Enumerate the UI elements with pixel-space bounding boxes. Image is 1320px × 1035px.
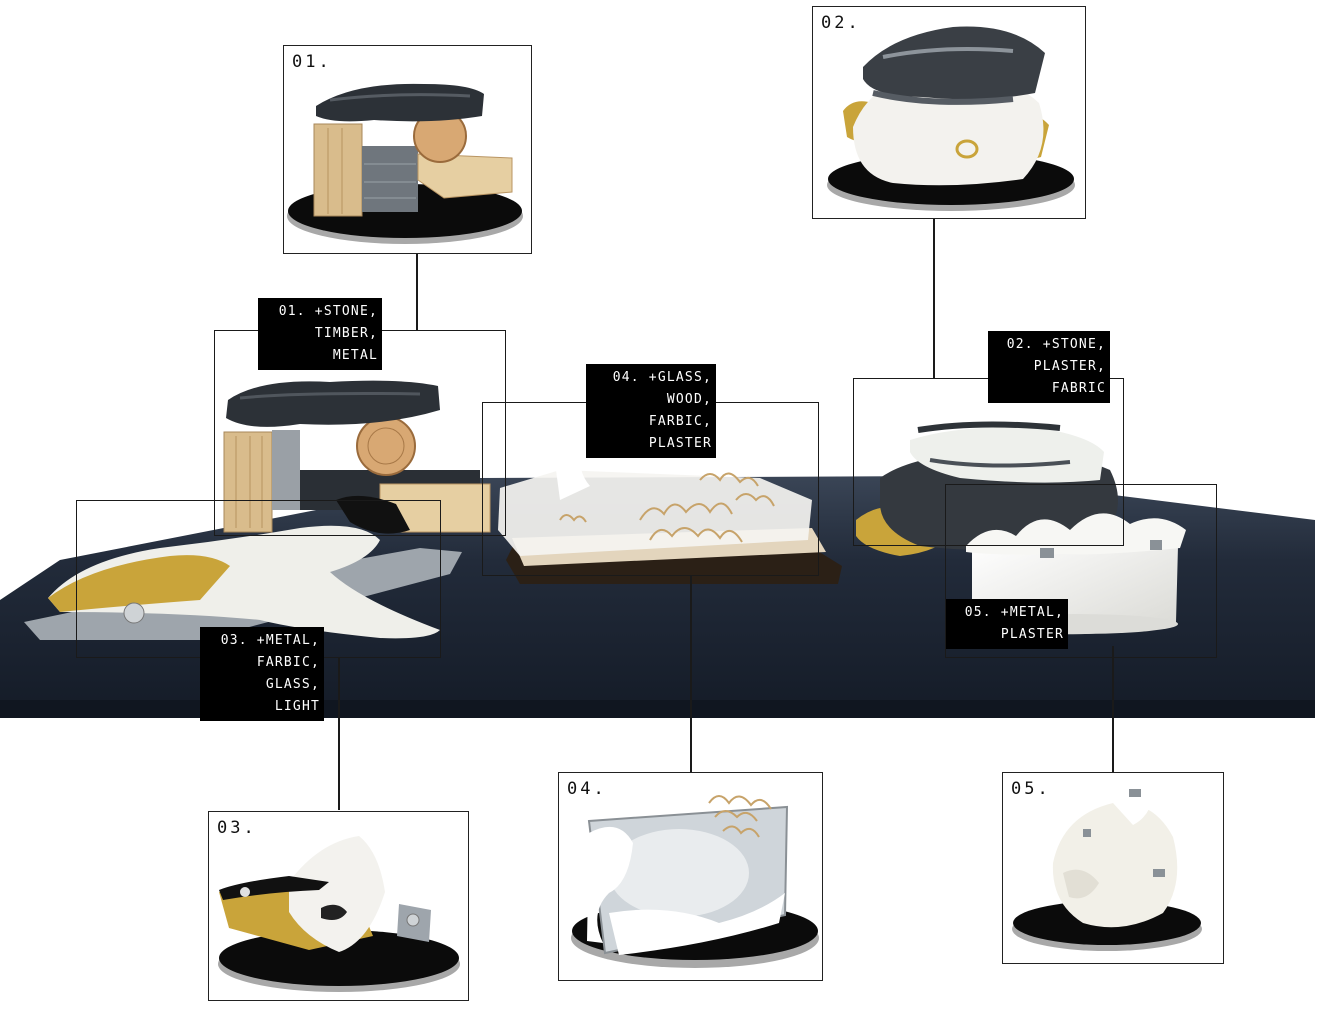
label-03-line-2: farbic, <box>256 655 320 670</box>
label-03-line-4: light <box>274 699 320 714</box>
connector-05 <box>1112 646 1114 772</box>
label-04-line-2: wood, <box>666 392 712 407</box>
label-01-line-1: 01. +stone, <box>278 304 378 319</box>
tabletop-edge <box>0 700 1315 718</box>
label-02-line-2: plaster, <box>1033 359 1106 374</box>
label-02-line-1: 02. +stone, <box>1006 337 1106 352</box>
thumbnail-05: 05. <box>1002 772 1224 964</box>
thumbnail-01: 01. <box>283 45 532 254</box>
thumbnail-05-model <box>1012 789 1202 951</box>
thumbnail-05-number: 05. <box>1011 779 1051 799</box>
thumbnail-03: 03. <box>208 811 469 1001</box>
thumbnail-01-model <box>287 83 523 244</box>
label-02-line-3: fabric <box>1051 381 1106 396</box>
thumbnail-04-model <box>571 795 819 968</box>
connector-03 <box>338 658 340 810</box>
label-01-line-3: metal <box>332 348 378 363</box>
thumbnail-03-model <box>218 836 460 992</box>
frame-model-05 <box>945 484 1217 658</box>
thumbnail-04: 04. <box>558 772 823 981</box>
label-01-line-2: timber, <box>314 326 378 341</box>
thumbnail-02-model <box>827 26 1075 211</box>
model-03-metal-fabric-glass <box>24 495 462 640</box>
label-04-line-1: 04. +glass, <box>612 370 712 385</box>
label-04-line-3: farbic, <box>648 414 712 429</box>
label-03-line-3: glass, <box>265 677 320 692</box>
label-04-line-4: plaster <box>648 436 712 451</box>
thumbnail-01-number: 01. <box>292 52 332 72</box>
connector-04 <box>690 576 692 772</box>
model-04-glass-wood-plaster <box>498 448 842 584</box>
thumbnail-02-number: 02. <box>821 13 861 33</box>
thumbnail-04-number: 04. <box>567 779 607 799</box>
label-02-stone-plaster-fabric: 02. +stone, plaster, fabric <box>988 331 1110 403</box>
label-01-stone-timber-metal: 01. +stone, timber, metal <box>258 298 382 370</box>
connector-02 <box>933 219 935 378</box>
thumbnail-03-number: 03. <box>217 818 257 838</box>
label-03-line-1: 03. +metal, <box>220 633 320 648</box>
label-05-line-1: 05. +metal, <box>964 605 1064 620</box>
thumbnail-02: 02. <box>812 6 1086 219</box>
label-03-metal-farbic-glass-light: 03. +metal, farbic, glass, light <box>200 627 324 721</box>
connector-01 <box>416 254 418 330</box>
label-05-metal-plaster: 05. +metal, plaster <box>946 599 1068 649</box>
label-05-line-2: plaster <box>1000 627 1064 642</box>
label-04-glass-wood-farbic-plaster: 04. +glass, wood, farbic, plaster <box>586 364 716 458</box>
